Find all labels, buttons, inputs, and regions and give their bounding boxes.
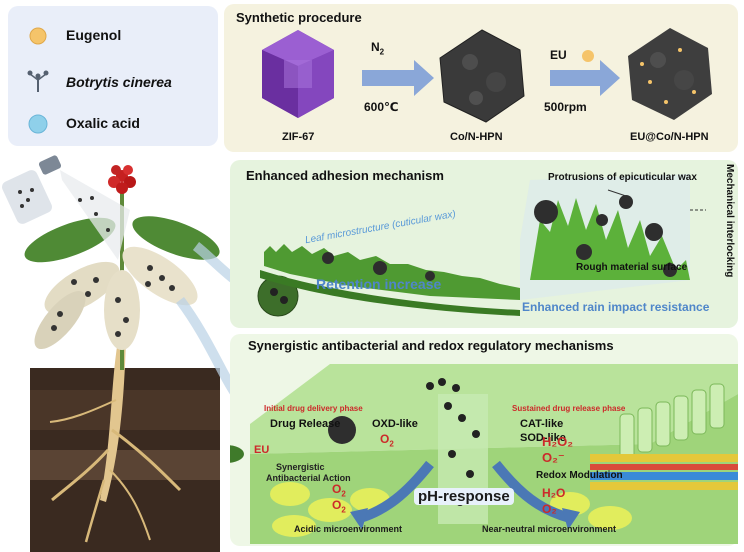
oxalic-acid-icon	[28, 114, 48, 134]
legend-oxalic-label: Oxalic acid	[66, 115, 140, 131]
retention-label: Retention increase	[316, 276, 442, 292]
ph-arrow-left	[358, 460, 434, 523]
adhesion-panel: Enhanced adhesion mechanism Leaf microst…	[230, 160, 738, 328]
legend-panel: Eugenol Botrytis cinerea Oxalic acid	[8, 6, 218, 146]
berry-cluster	[108, 165, 136, 194]
legend-eugenol-label: Eugenol	[66, 27, 122, 43]
sustained-phase-label: Sustained drug release phase	[512, 404, 626, 413]
arrow-n2	[362, 60, 434, 96]
step1-temp: 600℃	[364, 100, 399, 114]
plant-illustration	[2, 155, 232, 552]
co-n-hpn-particle	[439, 29, 525, 123]
protrusions-label: Protrusions of epicuticular wax	[548, 172, 697, 183]
adhesion-graphic	[257, 174, 706, 317]
ginseng-root	[49, 340, 182, 543]
oxd-label: OXD-like	[372, 418, 418, 430]
synergy-panel: Synergistic antibacterial and redox regu…	[230, 334, 738, 546]
legend-botrytis-label: Botrytis cinerea	[66, 74, 172, 90]
sod-label: SOD-like	[520, 432, 566, 444]
o2-label-mid: O2	[332, 482, 346, 499]
neutral-label: Near-neutral microenvironment	[482, 524, 617, 534]
cat-label: CAT-like	[520, 418, 564, 430]
o2-label-top: O2	[380, 432, 394, 449]
eugenol-icon	[29, 27, 47, 45]
legend-icons	[27, 27, 49, 134]
synergy-title: Synergistic antibacterial and redox regu…	[248, 338, 614, 353]
epicuticular-zoom	[530, 195, 690, 280]
product-co-n-hpn: Co/N-HPN	[450, 131, 503, 143]
h2o-label: H₂O	[542, 486, 566, 500]
eu-label: EU	[254, 444, 270, 456]
acidic-label: Acidic microenvironment	[294, 524, 403, 534]
synthesis-graphic	[262, 28, 712, 123]
mechanical-interlocking-label: Mechanical interlocking	[724, 164, 735, 278]
synthesis-title: Synthetic procedure	[236, 10, 362, 25]
product-eu-co-n-hpn: EU@Co/N-HPN	[630, 131, 709, 143]
o2-label-low: O2	[332, 498, 346, 515]
step2-agent: EU	[550, 48, 567, 62]
drug-release-label: Drug Release	[270, 418, 341, 430]
synergy-graphic	[230, 364, 738, 544]
rain-resistance-label: Enhanced rain impact resistance	[522, 300, 710, 314]
product-zif67: ZIF-67	[282, 131, 315, 143]
o2-radical-label: O₂⁻	[542, 450, 565, 465]
o2-dioxygen-label: O₂	[542, 502, 557, 516]
spray-bottle	[2, 155, 130, 260]
h2o2-label: H₂O₂	[542, 434, 574, 449]
eu-drop-icon	[582, 50, 594, 62]
step2-speed: 500rpm	[544, 100, 587, 114]
rough-surface-label: Rough material surface	[576, 262, 688, 273]
drug-particle	[328, 416, 356, 444]
ph-response-label: pH-response	[414, 488, 514, 505]
ph-arrow-right	[492, 460, 572, 523]
antibacterial-label: Antibacterial Action	[266, 473, 351, 483]
synthesis-panel: Synthetic procedure	[224, 4, 738, 152]
adhesion-title: Enhanced adhesion mechanism	[246, 168, 444, 183]
vascular-bands	[590, 454, 738, 490]
redox-label: Redox Modulation	[536, 470, 623, 481]
step1-gas: N2	[371, 40, 385, 57]
zif67-crystal	[262, 30, 334, 118]
initial-phase-label: Initial drug delivery phase	[264, 404, 363, 413]
upper-epidermis	[250, 364, 738, 454]
botrytis-icon	[27, 70, 49, 92]
synergistic-label: Synergistic	[276, 462, 325, 472]
eu-co-n-hpn-particle	[628, 28, 712, 120]
arrow-eu	[550, 60, 620, 96]
